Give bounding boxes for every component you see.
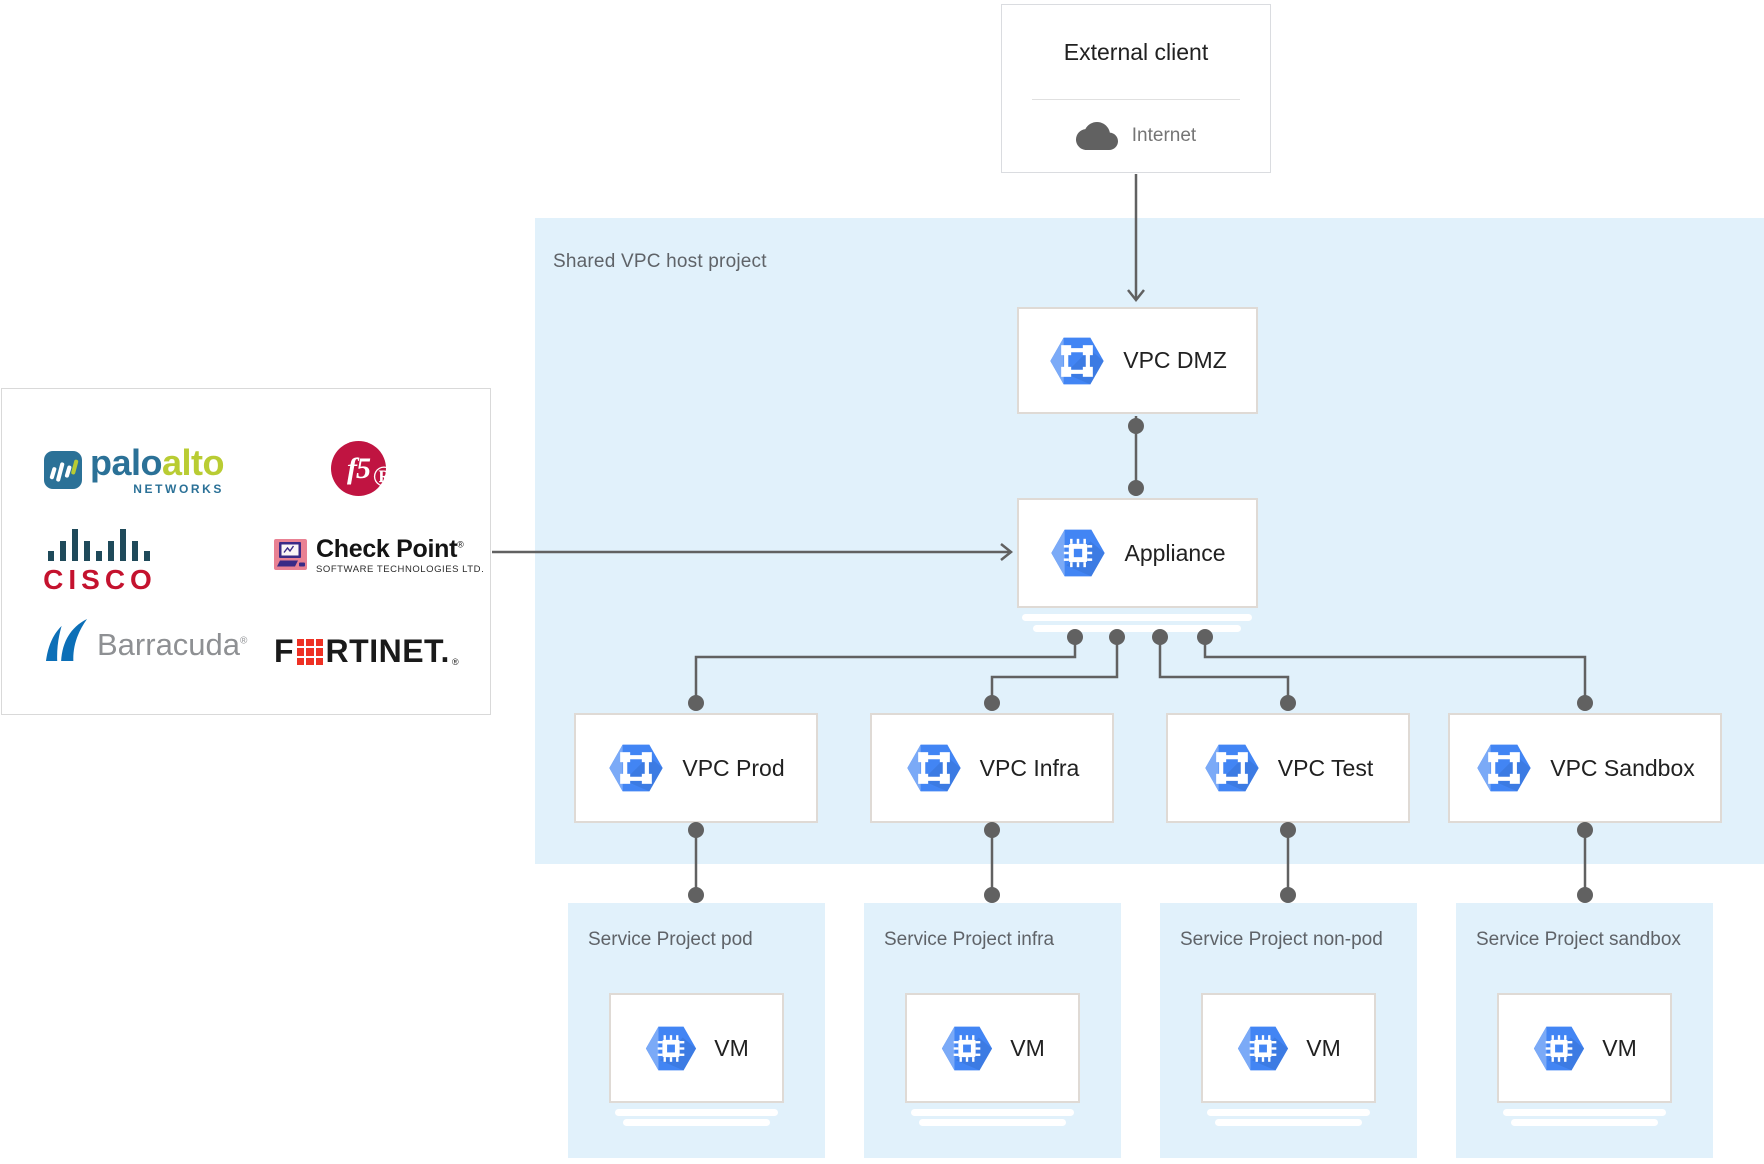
cisco-logo: CISCO xyxy=(42,525,158,596)
vm-card: VM xyxy=(905,993,1080,1103)
external-client-card: External client Internet xyxy=(1001,4,1271,173)
vm-label: VM xyxy=(714,1034,749,1061)
vpc-sandbox-label: VPC Sandbox xyxy=(1550,754,1695,781)
check-point-icon xyxy=(274,537,307,572)
cisco-bars-icon xyxy=(48,529,150,561)
stack-line xyxy=(1022,614,1252,621)
networks-word: NETWORKS xyxy=(133,482,225,496)
connector-dot xyxy=(688,887,704,903)
vpc-icon xyxy=(607,743,665,793)
vpc-infra-card: VPC Infra xyxy=(870,713,1114,823)
appliance-label: Appliance xyxy=(1124,539,1226,566)
vpc-dmz-card: VPC DMZ xyxy=(1017,307,1258,414)
stack-line xyxy=(623,1119,770,1126)
stack-line xyxy=(1215,1119,1362,1126)
internet-label: Internet xyxy=(1131,125,1197,146)
service-project-non-pod-panel: Service Project non-pod VM xyxy=(1160,903,1417,1158)
vpc-prod-card: VPC Prod xyxy=(574,713,818,823)
external-client-title: External client xyxy=(1063,38,1209,65)
vm-card: VM xyxy=(609,993,784,1103)
vpc-test-card: VPC Test xyxy=(1166,713,1410,823)
connector-dot xyxy=(1577,887,1593,903)
vm-label: VM xyxy=(1602,1034,1637,1061)
barracuda-logo: Barracuda® xyxy=(44,619,247,662)
service-project-infra-panel: Service Project infra VM xyxy=(864,903,1121,1158)
stack-line xyxy=(1503,1109,1666,1116)
connector-dot xyxy=(984,887,1000,903)
service-project-label: Service Project pod xyxy=(588,929,753,950)
fortinet-f: F xyxy=(274,633,295,669)
vpc-dmz-label: VPC DMZ xyxy=(1123,347,1227,373)
stack-line xyxy=(919,1119,1066,1126)
cisco-label: CISCO xyxy=(43,564,157,595)
vpc-prod-label: VPC Prod xyxy=(682,754,785,781)
stack-line xyxy=(1207,1109,1370,1116)
stack-line xyxy=(615,1109,778,1116)
vm-label: VM xyxy=(1010,1034,1045,1061)
registered-mark: ® xyxy=(240,635,248,647)
vm-icon xyxy=(644,1025,698,1072)
f5-logo: f5 ® xyxy=(331,441,395,496)
stack-line xyxy=(911,1109,1074,1116)
palo-alto-icon xyxy=(44,451,82,489)
barracuda-swoosh-icon xyxy=(44,619,89,662)
service-project-label: Service Project sandbox xyxy=(1476,929,1681,950)
palo-alto-networks-logo: paloalto NETWORKS xyxy=(44,442,225,496)
f5-ball-icon: f5 ® xyxy=(331,441,395,496)
vpc-icon xyxy=(1203,743,1261,793)
palo-word: palo xyxy=(90,442,163,483)
vpc-icon xyxy=(905,743,963,793)
vm-label: VM xyxy=(1306,1034,1341,1061)
divider xyxy=(1032,99,1240,100)
registered-mark: ® xyxy=(372,460,395,493)
registered-mark: ® xyxy=(457,539,464,550)
connector-dot xyxy=(1280,887,1296,903)
fortinet-grid-o-icon xyxy=(296,638,324,666)
stack-line xyxy=(1033,625,1241,632)
fortinet-rtinet: RTINET. xyxy=(325,633,450,669)
vm-icon xyxy=(1236,1025,1290,1072)
service-project-label: Service Project infra xyxy=(884,929,1055,950)
vpc-sandbox-card: VPC Sandbox xyxy=(1448,713,1722,823)
appliance-card: Appliance xyxy=(1017,498,1258,608)
registered-mark: ® xyxy=(451,657,459,667)
stack-line xyxy=(1511,1119,1658,1126)
fortinet-logo: F RTINET. ® xyxy=(274,635,459,667)
alto-word: alto xyxy=(162,442,225,483)
barracuda-label: Barracuda xyxy=(97,627,241,662)
vm-icon xyxy=(940,1025,994,1072)
check-point-logo: Check Point® SOFTWARE TECHNOLOGIES LTD. xyxy=(274,537,484,575)
vendor-appliances-card: paloalto NETWORKS f5 ® CISCO xyxy=(1,388,491,715)
f5-label: f5 xyxy=(347,451,371,485)
service-project-sandbox-panel: Service Project sandbox VM xyxy=(1456,903,1713,1158)
host-project-label: Shared VPC host project xyxy=(553,251,767,272)
chip-icon xyxy=(1049,528,1107,578)
vpc-icon xyxy=(1048,336,1106,386)
vm-card: VM xyxy=(1497,993,1672,1103)
vpc-infra-label: VPC Infra xyxy=(979,754,1080,781)
vm-icon xyxy=(1532,1025,1586,1072)
service-project-label: Service Project non-pod xyxy=(1180,929,1383,950)
vpc-test-label: VPC Test xyxy=(1277,754,1374,781)
check-point-subtitle: SOFTWARE TECHNOLOGIES LTD. xyxy=(316,564,485,575)
service-project-pod-panel: Service Project pod VM xyxy=(568,903,825,1158)
cloud-icon xyxy=(1075,122,1118,150)
vm-card: VM xyxy=(1201,993,1376,1103)
vpc-icon xyxy=(1475,743,1533,793)
check-point-label: Check Point xyxy=(316,535,458,563)
